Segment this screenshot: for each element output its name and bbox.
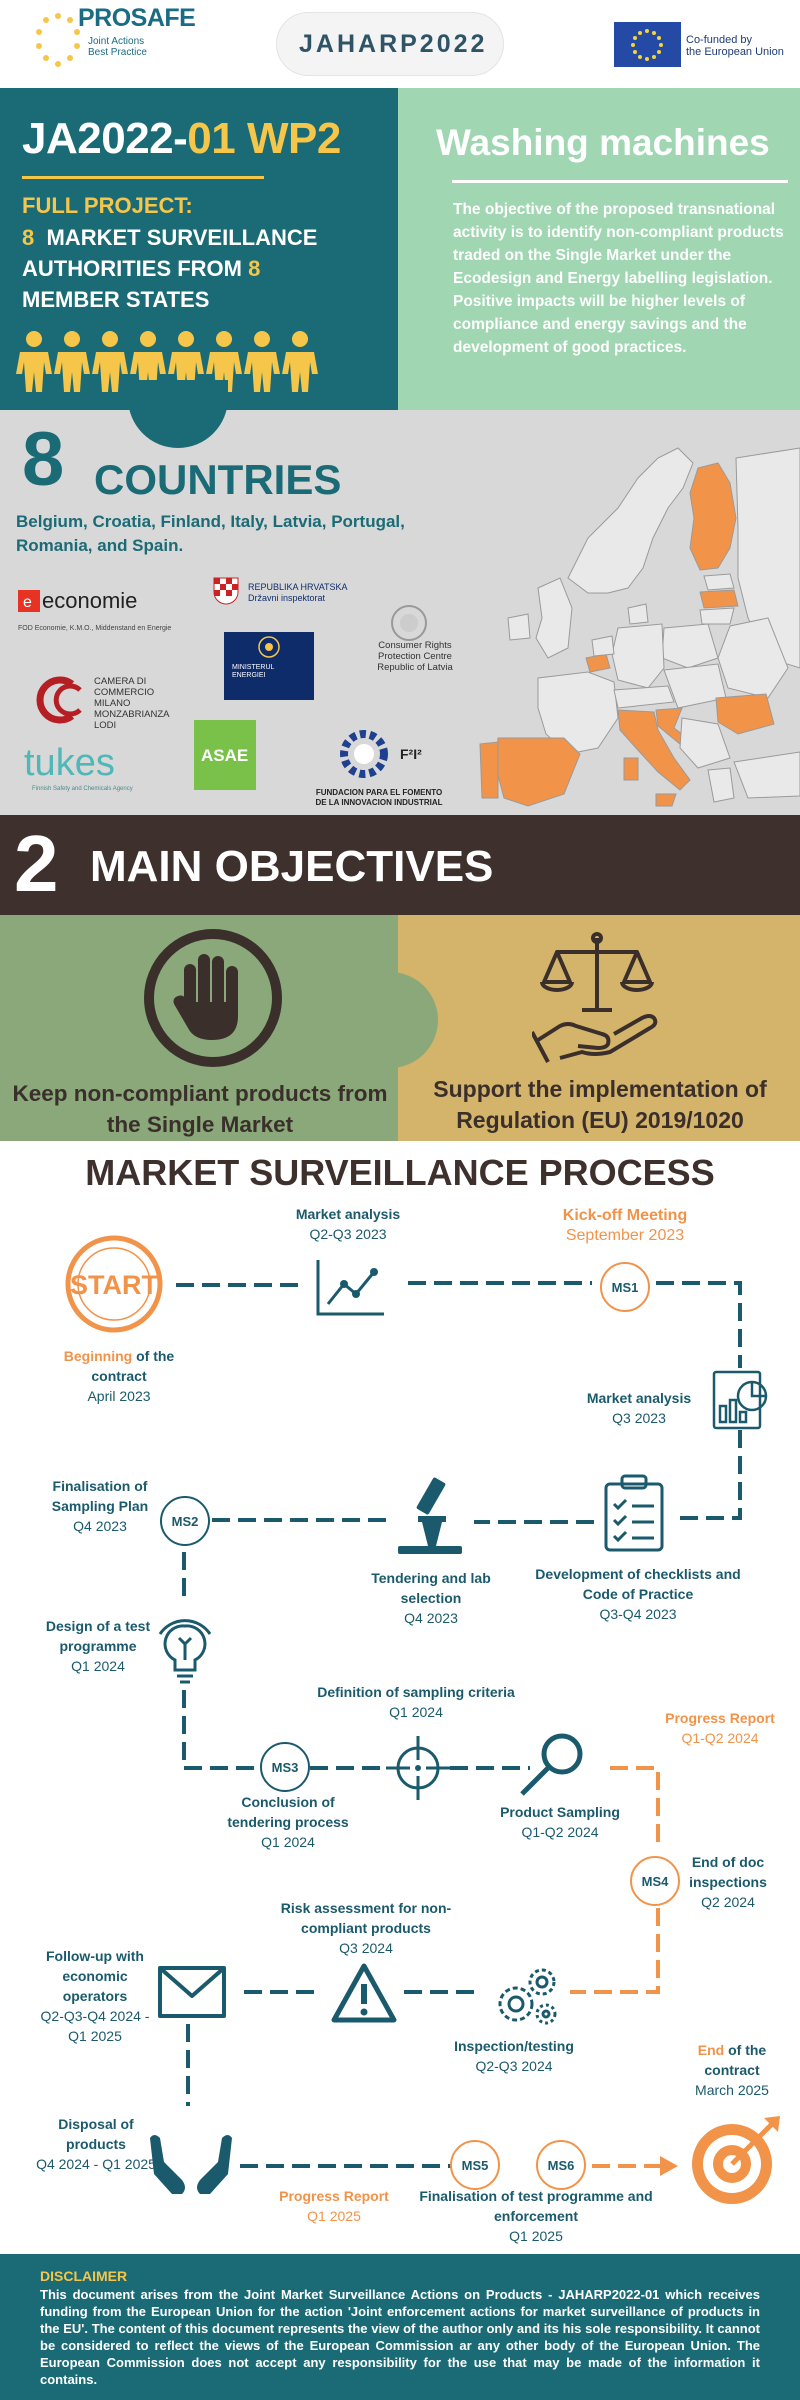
milestone-ms4: MS4 bbox=[630, 1856, 680, 1906]
ms-authorities-text: 8 MARKET SURVEILLANCE AUTHORITIES FROM 8… bbox=[22, 225, 318, 312]
economie-logo: economie bbox=[42, 588, 138, 613]
gears-icon bbox=[498, 1968, 557, 2025]
project-title: JA2022-01 WP2 bbox=[22, 114, 341, 163]
warning-triangle-icon bbox=[331, 1963, 397, 2023]
camera-commercio-logo-icon bbox=[36, 676, 82, 724]
target-crosshair-icon bbox=[386, 1736, 450, 1800]
asae-logo-text: ASAE bbox=[201, 746, 249, 765]
washing-underline bbox=[452, 180, 788, 183]
latvia-crpc-emblem-icon bbox=[391, 605, 427, 641]
f2i2-gear-logo-icon bbox=[340, 730, 388, 778]
eu-flag-icon bbox=[614, 22, 681, 67]
washing-machines-title: Washing machines bbox=[436, 122, 770, 163]
report-analysis-icon bbox=[712, 1370, 768, 1430]
scales-hand-icon bbox=[532, 932, 658, 1063]
croatia-coat-of-arms-icon bbox=[213, 577, 239, 605]
checklist-clipboard-icon bbox=[604, 1474, 664, 1552]
process-flow-lines bbox=[176, 1281, 742, 2176]
step-end-contract: End of the contract March 2025 bbox=[695, 2042, 769, 2098]
disclaimer-text: This document arises from the Joint Mark… bbox=[40, 2287, 760, 2387]
step-risk-assessment: Risk assessment for non-compliant produc… bbox=[280, 1900, 452, 1956]
milestone-ms6: MS6 bbox=[536, 2140, 586, 2190]
magnifier-icon bbox=[520, 1733, 583, 1796]
step-beginning: Beginning of the contract April 2023 bbox=[63, 1348, 175, 1404]
disclaimer-title: DISCLAIMER bbox=[40, 2268, 128, 2284]
start-label: START bbox=[70, 1270, 158, 1300]
prosafe-stars-icon bbox=[36, 13, 80, 67]
objectives-number: 2 bbox=[14, 819, 59, 908]
target-bullseye-icon bbox=[692, 2116, 780, 2204]
process-title: MARKET SURVEILLANCE PROCESS bbox=[85, 1152, 715, 1193]
countries-list: Belgium, Croatia, Finland, Italy, Latvia… bbox=[16, 512, 405, 555]
countries-title: COUNTRIES bbox=[94, 456, 342, 503]
latvia-crpc-logo: Consumer Rights Protection Centre Republ… bbox=[377, 640, 453, 673]
economie-logo-icon: e bbox=[18, 590, 40, 612]
asae-logo bbox=[194, 720, 256, 790]
milestone-ms3: MS3 bbox=[260, 1742, 310, 1792]
objective-left-text: Keep non-compliant products from the Sin… bbox=[12, 1081, 388, 1137]
step-checklists: Development of checklists and Code of Pr… bbox=[535, 1566, 741, 1622]
f2i2-logo-name: FUNDACION PARA EL FOMENTO DE LA INNOVACI… bbox=[315, 788, 443, 807]
milestone-ms5: MS5 bbox=[450, 2140, 500, 2190]
objectives-title: MAIN OBJECTIVES bbox=[90, 842, 494, 891]
people-icons bbox=[16, 331, 318, 392]
objective-text: The objective of the proposed transnatio… bbox=[453, 201, 784, 356]
europe-map bbox=[479, 447, 800, 807]
title-underline bbox=[22, 176, 264, 179]
jaharp-logo-text: JAHARP2022 bbox=[299, 30, 488, 58]
start-badge-icon: START bbox=[65, 1235, 163, 1333]
tukes-logo-subtitle: Finnish Safety and Chemicals Agency bbox=[32, 786, 133, 792]
disclaimer-panel: DISCLAIMER This document arises from the… bbox=[0, 2254, 800, 2400]
full-project-label: FULL PROJECT: bbox=[22, 193, 193, 218]
jaharp-logo-pill bbox=[276, 12, 504, 76]
microscope-icon bbox=[398, 1477, 462, 1554]
envelope-icon bbox=[158, 1966, 226, 2018]
stop-hand-icon bbox=[144, 929, 282, 1067]
svg-text:e: e bbox=[23, 594, 32, 611]
intro-green-panel bbox=[398, 88, 800, 410]
economie-logo-subtitle: FOD Economie, K.M.O., Middenstand en Ene… bbox=[18, 625, 172, 632]
prosafe-logo-text: PROSAFE bbox=[78, 4, 196, 32]
hands-care-icon bbox=[150, 2135, 232, 2194]
objectives-header-band bbox=[0, 815, 800, 915]
objective-right-text: Support the implementation of Regulation… bbox=[433, 1076, 767, 1133]
milestone-ms1: MS1 bbox=[600, 1262, 650, 1312]
romania-ministry-emblem-icon bbox=[258, 636, 280, 658]
chart-analysis-icon bbox=[316, 1260, 384, 1316]
lightbulb-idea-icon bbox=[158, 1619, 212, 1684]
step-finalisation-test-programme: Finalisation of test programme and enfor… bbox=[419, 2188, 653, 2244]
countries-number: 8 bbox=[22, 417, 65, 502]
milestone-ms2: MS2 bbox=[160, 1496, 210, 1546]
tukes-logo: tukes bbox=[24, 742, 115, 784]
f2i2-symbol: F²I² bbox=[400, 746, 422, 762]
